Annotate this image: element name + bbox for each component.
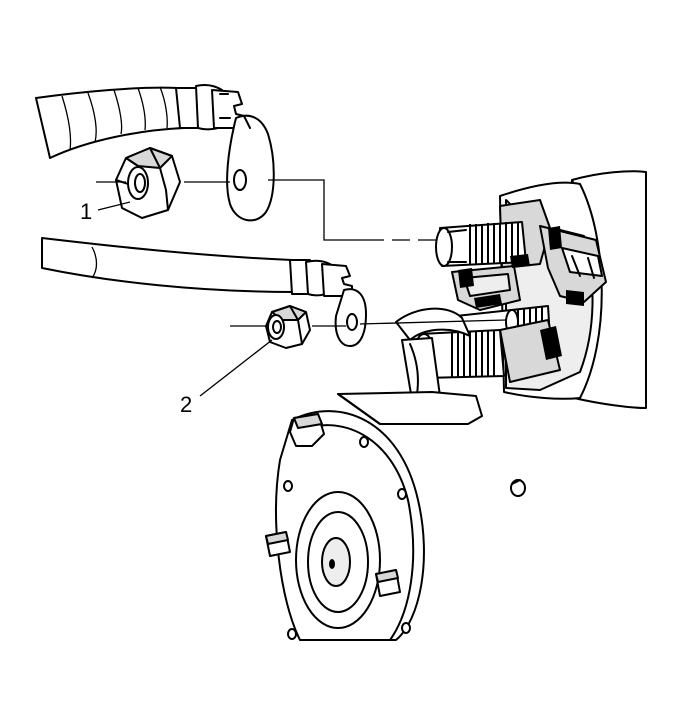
callout-1: 1: [80, 199, 92, 224]
upper-cable: [35, 84, 275, 222]
mounting-bracket: [337, 307, 483, 425]
lower-stud-threads: [451, 330, 495, 377]
nut-2: [265, 305, 311, 349]
nut-1: [115, 147, 181, 219]
solenoid-terminal-block: [413, 199, 607, 383]
callout-leaders: [97, 201, 273, 397]
lower-cable: [41, 237, 367, 347]
alignment-lines: [96, 179, 507, 327]
drive-housing-flange: [265, 410, 425, 641]
callout-2: 2: [180, 392, 192, 417]
